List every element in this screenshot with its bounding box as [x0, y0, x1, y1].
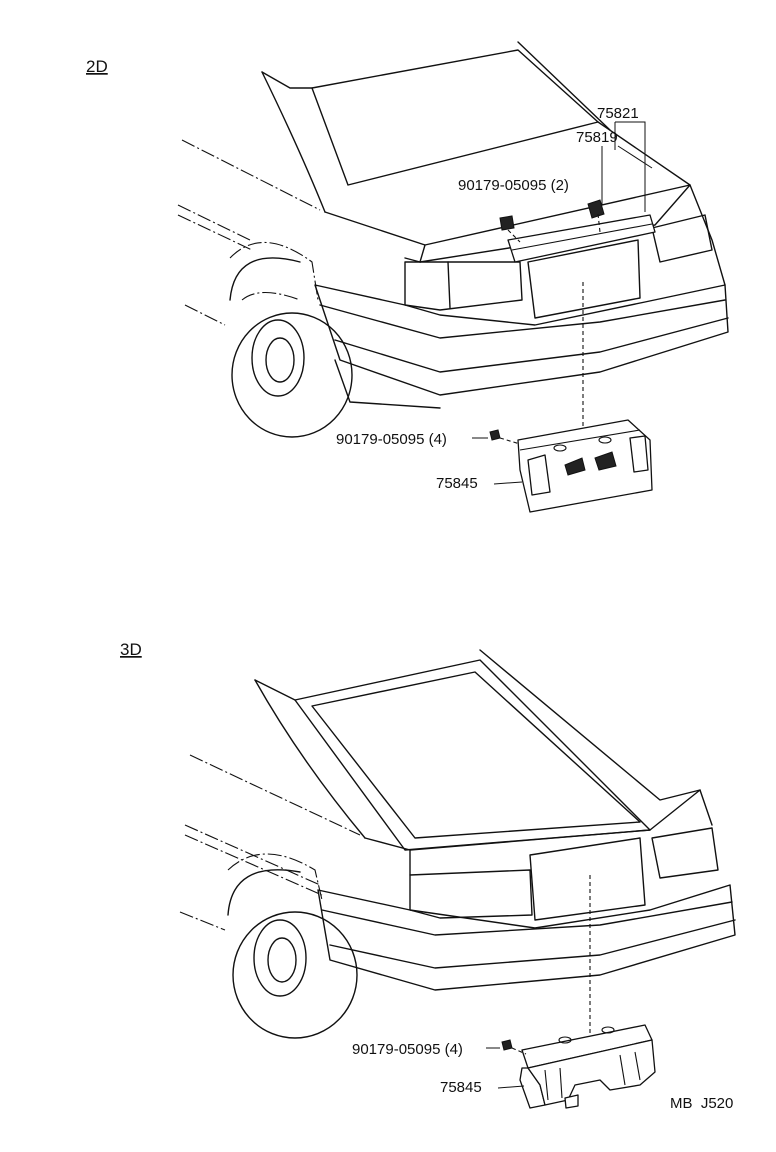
- section-3d: 3D: [120, 640, 736, 1112]
- part-number-90179-05095-2: 90179-05095 (2): [458, 177, 569, 194]
- section-2d: 2D: [86, 41, 729, 513]
- section-label-3d: 3D: [120, 640, 142, 659]
- section-label-2d: 2D: [86, 57, 108, 76]
- license-bracket-3d: [519, 1024, 656, 1109]
- garnish-strip-2d: [499, 199, 656, 263]
- nut-3d: [501, 1039, 513, 1051]
- part-number-75845-3d: 75845: [440, 1079, 482, 1096]
- part-number-75845-2d: 75845: [436, 475, 478, 492]
- license-bracket-2d: [517, 419, 653, 513]
- nut-2d: [489, 429, 501, 441]
- car-body-2d: [177, 41, 729, 438]
- part-number-90179-05095-4-2d: 90179-05095 (4): [336, 431, 447, 448]
- part-number-90179-05095-4-3d: 90179-05095 (4): [352, 1041, 463, 1058]
- part-number-75821: 75821: [597, 105, 639, 122]
- footer-code: MB J520: [670, 1095, 733, 1112]
- car-body-3d: [179, 649, 736, 1039]
- part-number-75819: 75819: [576, 129, 618, 146]
